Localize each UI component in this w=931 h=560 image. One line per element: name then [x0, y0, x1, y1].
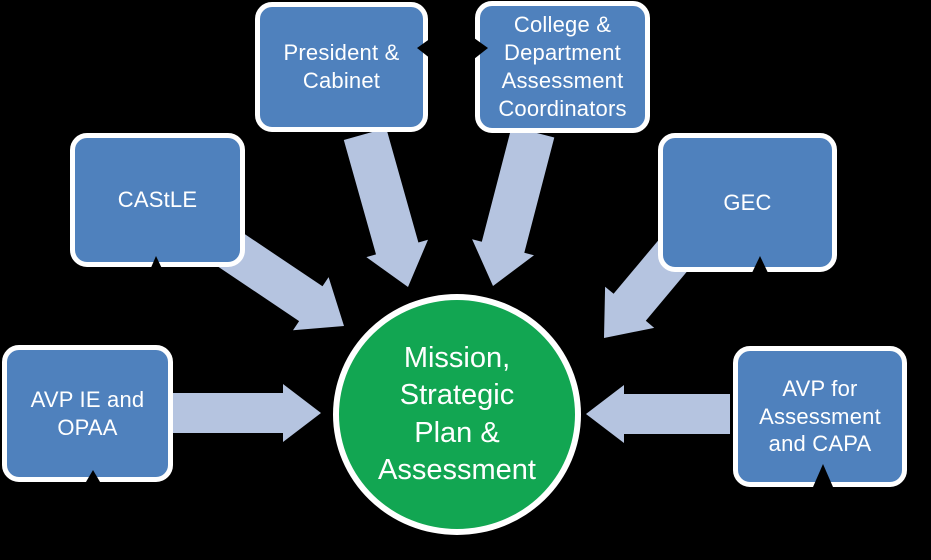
node-college-dept-assessment-coordinators: College & Department Assessment Coordina…: [475, 1, 650, 133]
node-castle-label: CAStLE: [117, 187, 198, 213]
node-president-cabinet-label: President & Cabinet: [283, 40, 400, 93]
center-circle-label: Mission, Strategic Plan & Assessment: [378, 342, 536, 486]
node-gec-label: GEC: [723, 189, 772, 215]
node-avp-assessment-capa-label: AVP for Assessment and CAPA: [759, 375, 881, 457]
center-circle-mission-strategic-plan-assessment: Mission, Strategic Plan & Assessment: [333, 294, 581, 535]
node-president-cabinet: President & Cabinet: [255, 2, 428, 132]
node-avp-ie-opaa: AVP IE and OPAA: [2, 345, 173, 482]
block-arrow-avp-ie-to-center: [172, 384, 321, 442]
node-college-dept-assessment-coordinators-label: College & Department Assessment Coordina…: [498, 12, 627, 121]
block-arrow-college-to-center: [472, 126, 555, 286]
node-avp-ie-opaa-label: AVP IE and OPAA: [30, 386, 145, 440]
node-castle: CAStLE: [70, 133, 245, 267]
block-arrow-president-to-center: [343, 128, 428, 287]
block-arrow-avp-capa-to-center: [586, 385, 730, 443]
node-gec: GEC: [658, 133, 837, 272]
node-avp-assessment-capa: AVP for Assessment and CAPA: [733, 346, 907, 487]
